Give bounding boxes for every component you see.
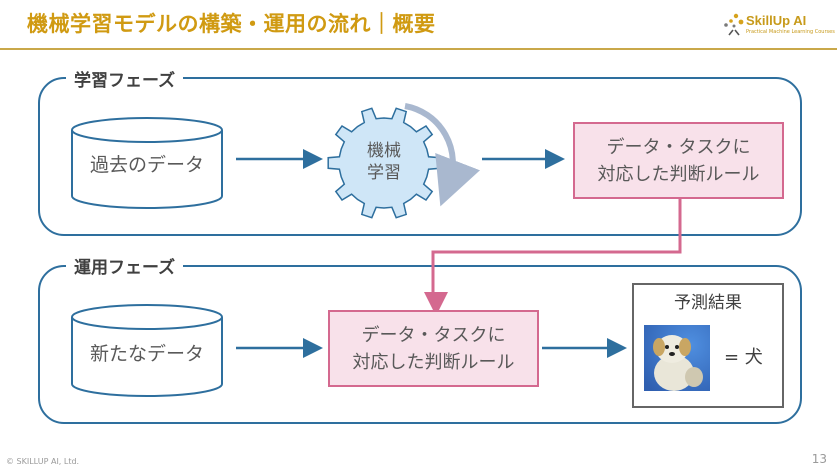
logo-dots-icon [724, 13, 744, 36]
prediction-result-title: 予測結果 [674, 293, 742, 313]
past-data-label: 過去のデータ [89, 154, 204, 176]
deploy-rule-connector [424, 198, 682, 316]
new-data-label: 新たなデータ [89, 343, 204, 365]
ml-process-line1: 機械 [367, 141, 401, 161]
operation-rule-line2: 対応した判断ルール [352, 351, 515, 373]
gear-icon [327, 107, 441, 219]
training-phase-frame [38, 77, 802, 236]
skillup-logo: SkillUp AI Practical Machine Learning Co… [722, 11, 835, 41]
training-phase-label: 学習フェーズ [66, 66, 184, 91]
copyright: © SKILLUP AI, Ltd. [6, 457, 80, 466]
logo-tagline: Practical Machine Learning Courses [746, 29, 835, 35]
slide-title: 機械学習モデルの構築・運用の流れ｜概要 [27, 12, 436, 36]
ml-process-line2: 学習 [367, 163, 401, 183]
operation-rule-box: データ・タスクに 対応した判断ルール [328, 310, 539, 387]
past-data-cylinder-icon [71, 117, 223, 209]
page-number: 13 [811, 452, 827, 466]
new-data-cylinder-icon [71, 304, 223, 397]
operation-phase-frame [38, 265, 802, 424]
training-rule-line1: データ・タスクに [606, 136, 751, 158]
dog-photo-icon [644, 325, 710, 391]
operation-phase-label: 運用フェーズ [66, 253, 184, 278]
training-rule-line2: 対応した判断ルール [597, 163, 760, 185]
logo-name: SkillUp AI [746, 13, 807, 28]
cycle-arrow-icon [404, 103, 481, 207]
operation-rule-line1: データ・タスクに [361, 324, 506, 346]
ml-process-label: 機械 学習 [344, 140, 424, 184]
prediction-result-value: = 犬 [724, 347, 763, 368]
training-rule-box: データ・タスクに 対応した判断ルール [573, 122, 784, 199]
prediction-result-box: 予測結果 = 犬 [632, 283, 784, 408]
title-divider [0, 48, 837, 50]
dog-image [644, 325, 710, 391]
